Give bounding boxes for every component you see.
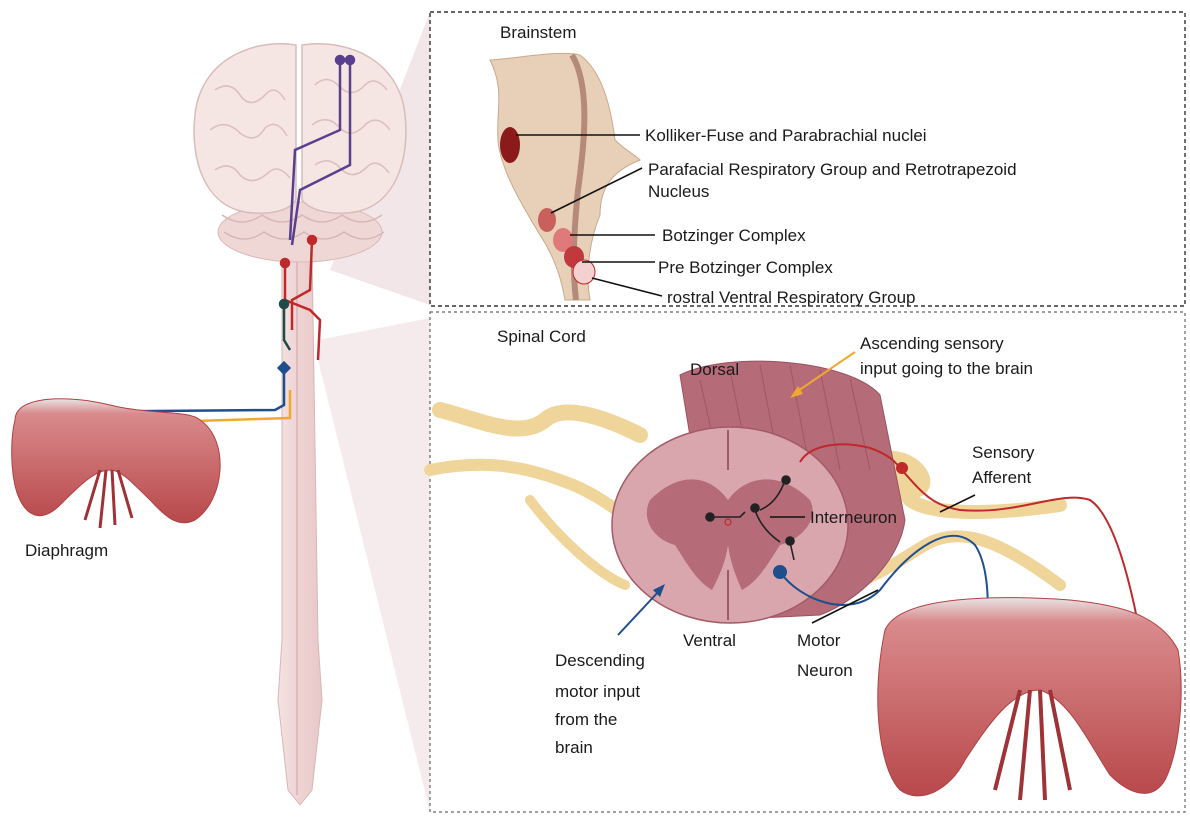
label-rvrg: rostral Ventral Respiratory Group [667, 288, 916, 307]
label-pfrg-line1: Parafacial Respiratory Group and Retrotr… [648, 160, 1017, 179]
label-descending-line2: motor input [555, 682, 640, 701]
label-motor-line1: Motor [797, 631, 841, 650]
label-sensory-line1: Sensory [972, 443, 1035, 462]
spinal-cord-cylinder [612, 361, 905, 623]
label-pre-botzinger: Pre Botzinger Complex [658, 258, 833, 277]
label-descending-line4: brain [555, 738, 593, 757]
label-ascending-line1: Ascending sensory [860, 334, 1004, 353]
diaphragm-left-illustration [12, 399, 220, 528]
brain-illustration [194, 44, 406, 262]
descending-arrow [618, 584, 665, 635]
label-dorsal: Dorsal [690, 360, 739, 379]
diaphragm-label: Diaphragm [25, 541, 108, 560]
label-sensory-line2: Afferent [972, 468, 1032, 487]
label-kolliker-fuse: Kolliker-Fuse and Parabrachial nuclei [645, 126, 927, 145]
kolliker-fuse-nucleus [500, 127, 520, 163]
spinal-cord-title: Spinal Cord [497, 327, 586, 346]
label-interneuron: Interneuron [810, 508, 897, 527]
label-ventral: Ventral [683, 631, 736, 650]
diaphragm-right-illustration [878, 598, 1181, 800]
label-botzinger: Botzinger Complex [662, 226, 806, 245]
label-descending-line1: Descending [555, 651, 645, 670]
label-motor-line2: Neuron [797, 661, 853, 680]
label-ascending-line2: input going to the brain [860, 359, 1033, 378]
label-descending-line3: from the [555, 710, 617, 729]
label-pfrg-line2: Nucleus [648, 182, 709, 201]
brainstem-illustration [490, 53, 640, 300]
brainstem-title: Brainstem [500, 23, 577, 42]
zoom-connector-spinal [318, 318, 430, 812]
rvrg-nucleus [573, 260, 595, 284]
